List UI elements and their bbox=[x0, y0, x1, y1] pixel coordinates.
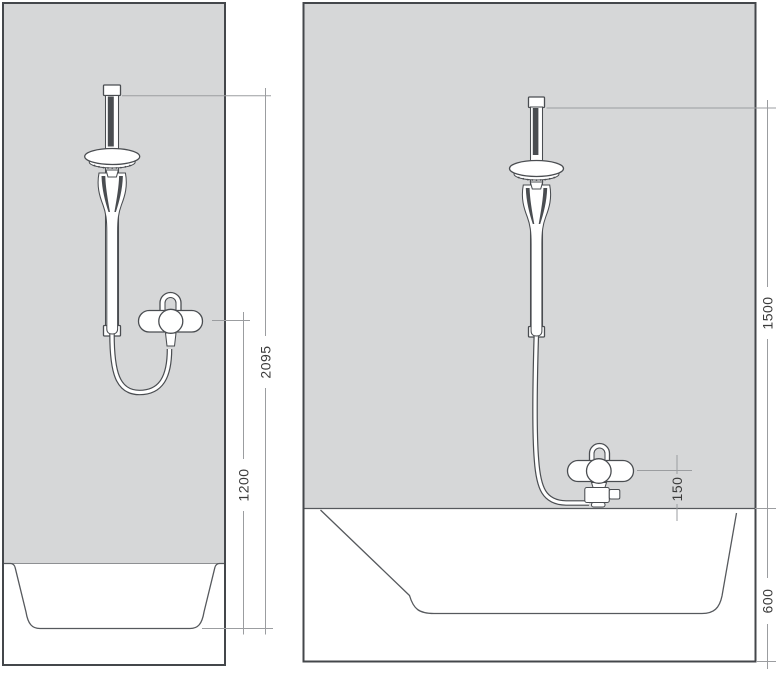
shower-mixer bbox=[137, 291, 204, 347]
shower-head-disc bbox=[508, 159, 565, 178]
shower-hose bbox=[533, 335, 589, 505]
dimensions-left: 2095 1200 bbox=[122, 88, 273, 635]
bar-top-cap bbox=[102, 84, 122, 97]
handle bbox=[521, 184, 552, 337]
dimension-label-1200: 1200 bbox=[235, 468, 251, 501]
bathtub bbox=[320, 509, 738, 615]
handle-shading bbox=[114, 176, 123, 212]
head-pivot bbox=[529, 181, 544, 190]
hose-connector-nub bbox=[164, 332, 177, 347]
wall bbox=[304, 4, 755, 509]
bar-dark-section bbox=[107, 96, 114, 147]
shower-hose bbox=[110, 333, 172, 395]
bar-dark-section bbox=[532, 108, 539, 155]
dimension-label-2095: 2095 bbox=[257, 345, 273, 378]
dimensions-right: 1500 150 600 bbox=[546, 100, 776, 669]
hand-shower bbox=[508, 159, 565, 337]
mixer-control-knob bbox=[585, 458, 612, 484]
shower-tray bbox=[4, 562, 224, 630]
dimension-label-600: 600 bbox=[759, 589, 775, 614]
bar-top-cap bbox=[527, 96, 546, 109]
head-pivot bbox=[105, 169, 120, 178]
handle-shading bbox=[101, 176, 110, 212]
diverter-knob bbox=[608, 488, 621, 500]
outlet-tube bbox=[590, 501, 606, 508]
handle-shading bbox=[525, 188, 535, 224]
bath-mixer bbox=[566, 442, 635, 508]
hand-shower bbox=[84, 147, 141, 335]
shower-head-disc bbox=[84, 147, 141, 166]
dimension-label-150: 150 bbox=[669, 477, 685, 502]
right-panel-bathtub: 1500 150 600 bbox=[302, 2, 776, 669]
handle bbox=[97, 172, 127, 335]
dimension-label-1500: 1500 bbox=[759, 296, 775, 329]
nozzles bbox=[93, 164, 131, 170]
mixer-control-knob bbox=[158, 308, 184, 334]
spout-block bbox=[584, 486, 610, 504]
nozzles bbox=[517, 176, 556, 182]
handle-shading bbox=[538, 188, 548, 224]
left-panel-shower-tray: 2095 1200 bbox=[2, 2, 273, 666]
